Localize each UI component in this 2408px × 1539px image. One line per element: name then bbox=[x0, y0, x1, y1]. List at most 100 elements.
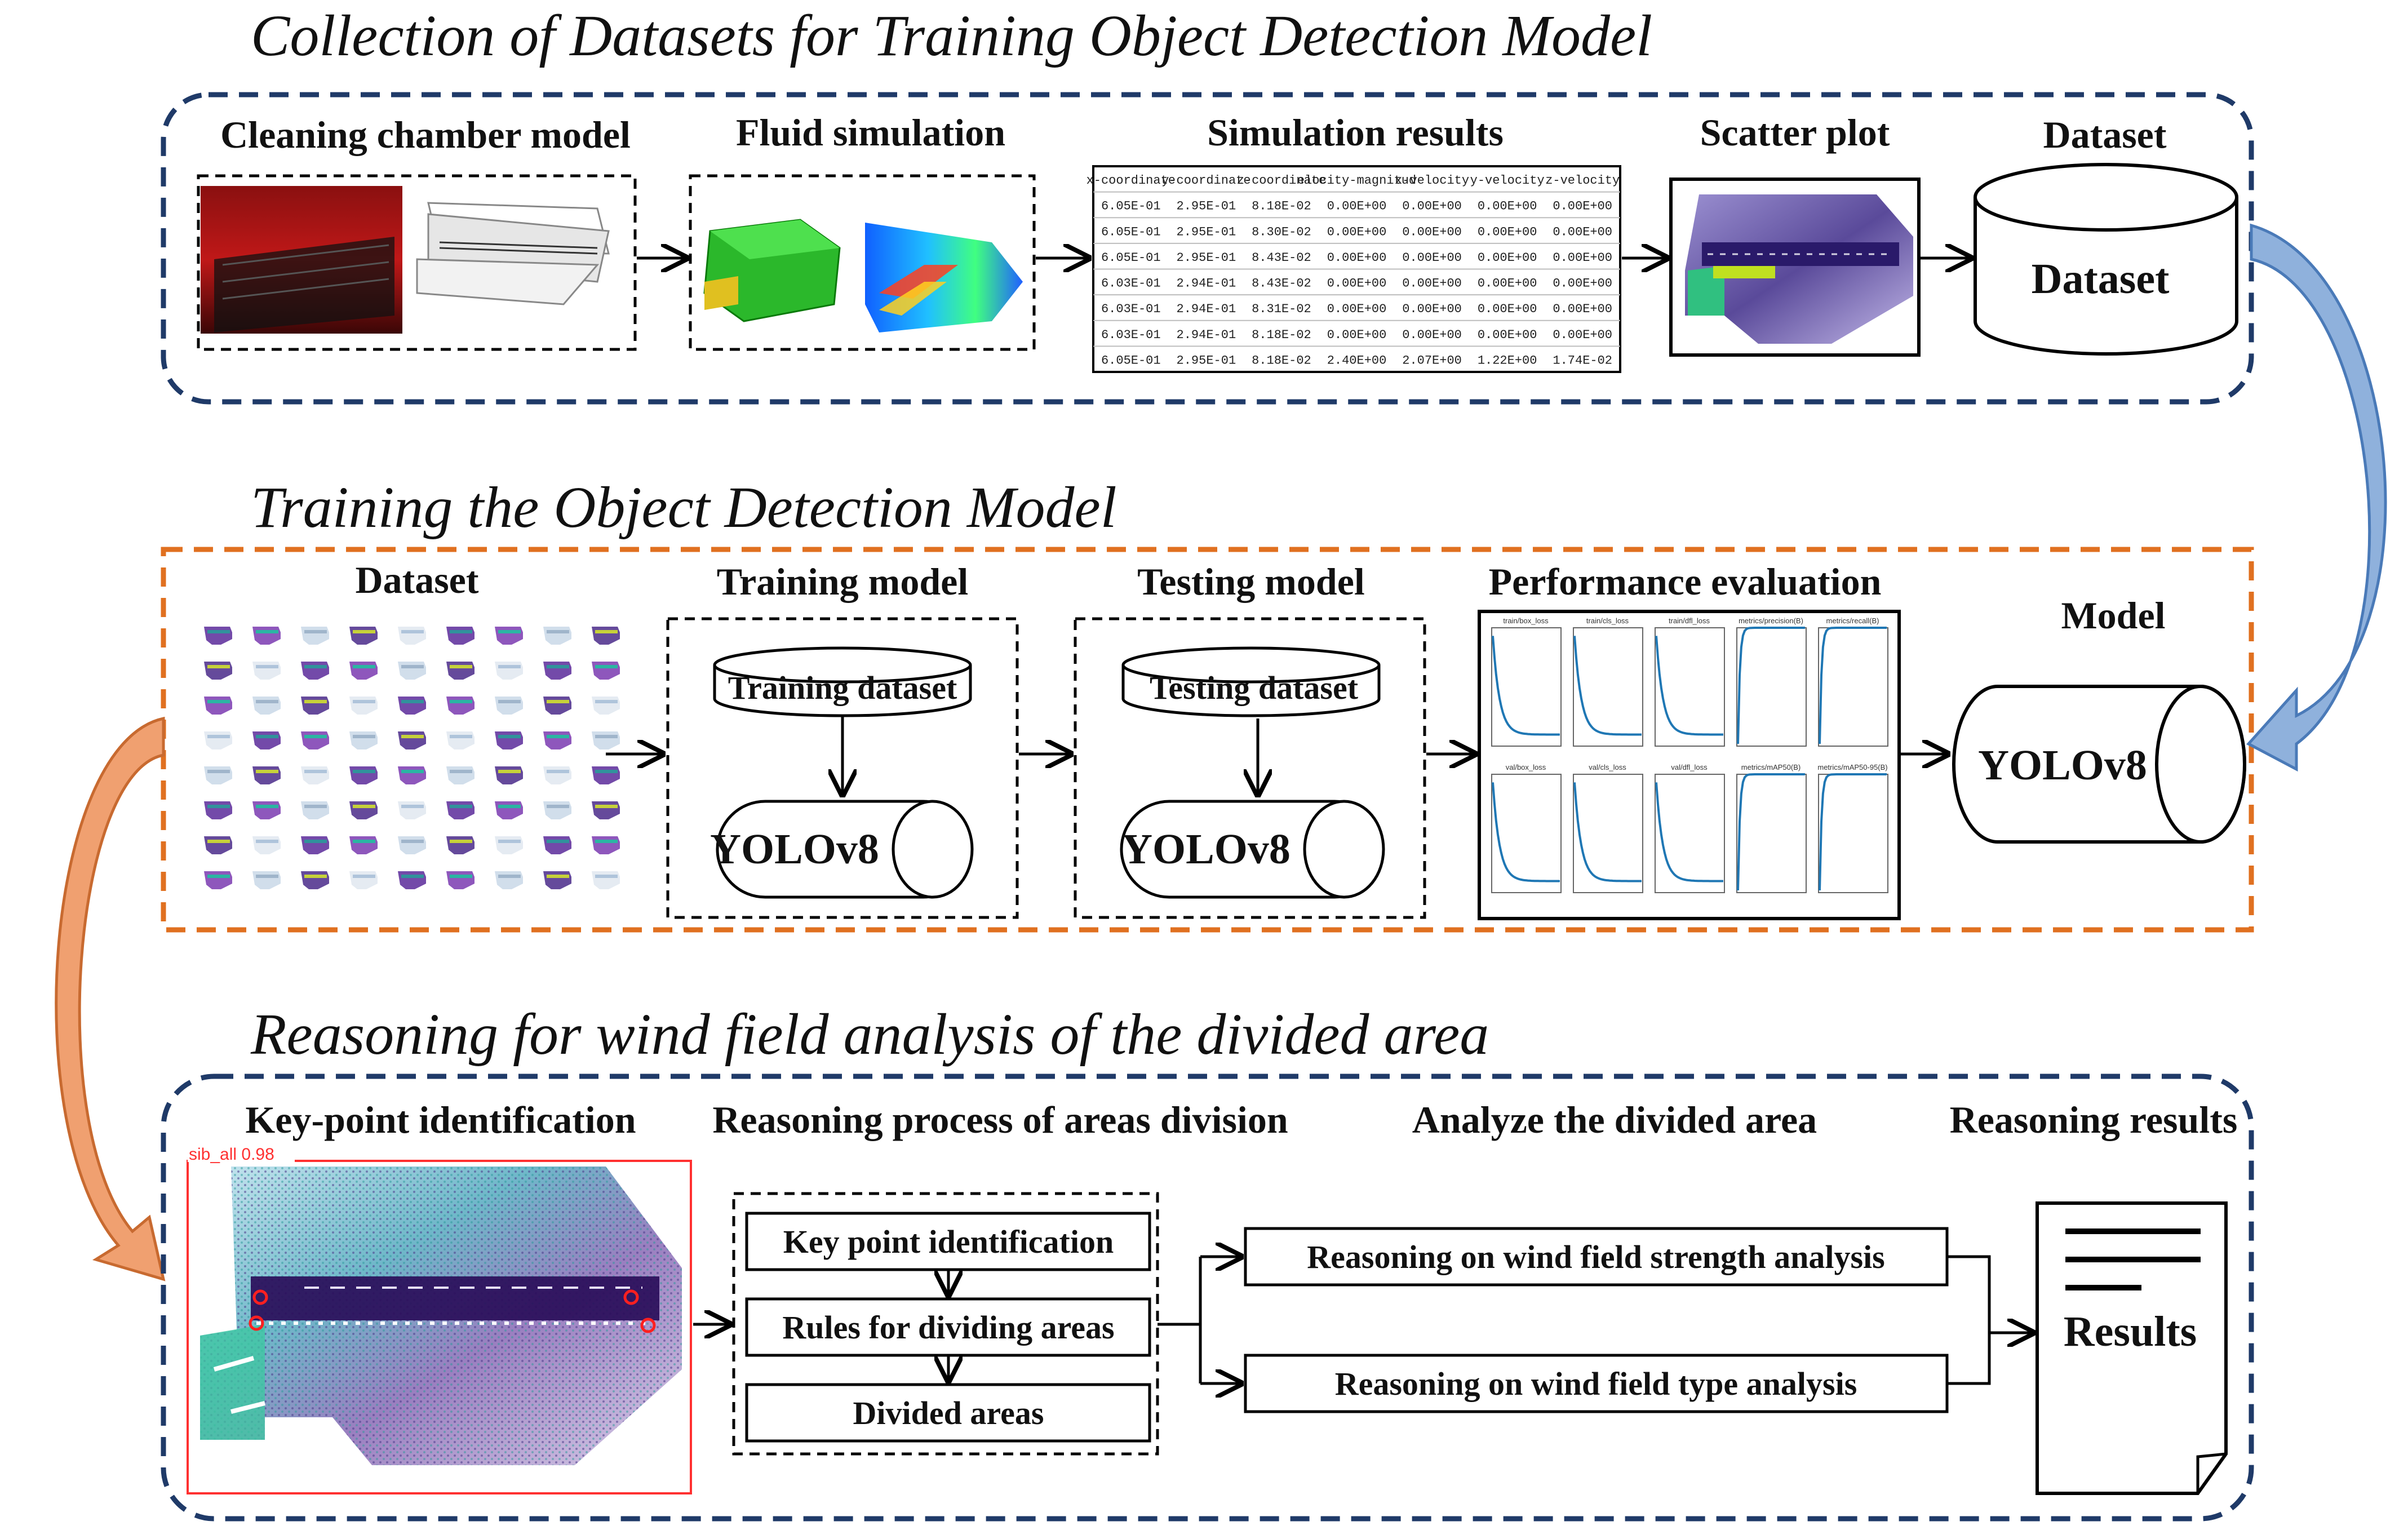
sim-table-cell: 8.18E-02 bbox=[1252, 199, 1311, 214]
dataset-thumbnail bbox=[592, 801, 620, 819]
training-model-label: Training model bbox=[717, 560, 968, 603]
sim-table-cell: 0.00E+00 bbox=[1327, 251, 1387, 265]
step-rules-dividing-areas: Rules for dividing areas bbox=[782, 1309, 1114, 1346]
dataset-thumbnail bbox=[349, 766, 378, 784]
model-yolo-cylinder: YOLOv8 bbox=[1952, 685, 2246, 844]
perf-subplot-title: metrics/mAP50(B) bbox=[1741, 763, 1801, 771]
sim-table-cell: 8.43E-02 bbox=[1252, 277, 1311, 291]
analysis-boxes: Reasoning on wind field strength analysi… bbox=[1244, 1227, 1949, 1413]
dataset-thumbnail bbox=[301, 836, 329, 854]
training-yolo: YOLOv8 bbox=[710, 826, 879, 873]
model-yolo-text: YOLOv8 bbox=[1978, 742, 2147, 789]
perf-subplot: train/dfl_loss bbox=[1655, 617, 1725, 747]
analysis-strength: Reasoning on wind field strength analysi… bbox=[1307, 1239, 1884, 1275]
sim-table-cell: 2.94E-01 bbox=[1177, 328, 1236, 342]
sim-table-cell: 6.05E-01 bbox=[1101, 199, 1161, 214]
sim-table-cell: 0.00E+00 bbox=[1327, 277, 1387, 291]
results-text: Results bbox=[2064, 1308, 2197, 1355]
sim-table-cell: 2.94E-01 bbox=[1177, 277, 1236, 291]
step-key-point-identification: Key point identification bbox=[783, 1223, 1114, 1260]
sim-table-cell: 2.40E+00 bbox=[1327, 353, 1387, 367]
sim-table-cell: 2.07E+00 bbox=[1402, 353, 1462, 367]
perf-subplot: val/box_loss bbox=[1491, 763, 1562, 893]
dataset-thumbnail bbox=[446, 836, 474, 854]
sim-table-cell: 8.31E-02 bbox=[1252, 302, 1311, 316]
reasoning-process-box: Key point identification Rules for divid… bbox=[732, 1192, 1159, 1456]
sim-table-header: x-velocity bbox=[1395, 174, 1469, 188]
dataset-thumbnail bbox=[398, 836, 426, 854]
dataset-thumbnail bbox=[301, 627, 329, 645]
dataset-thumbnail bbox=[592, 836, 620, 854]
dataset-thumbnail bbox=[446, 766, 474, 784]
dataset-thumbnail bbox=[349, 731, 378, 749]
section-title-reasoning: Reasoning for wind field analysis of the… bbox=[250, 1002, 1489, 1067]
sim-table-cell: 8.18E-02 bbox=[1252, 328, 1311, 342]
sim-table-cell: 0.00E+00 bbox=[1402, 251, 1462, 265]
sim-table-header: z-coordinate bbox=[1237, 174, 1326, 188]
dataset-thumbnail bbox=[252, 662, 281, 680]
perf-subplot-title: val/dfl_loss bbox=[1671, 763, 1708, 771]
dataset-label-top: Dataset bbox=[2043, 113, 2166, 156]
sim-table-cell: 2.95E-01 bbox=[1177, 225, 1236, 239]
scatter-plot-label: Scatter plot bbox=[1700, 111, 1890, 154]
section-title-collection: Collection of Datasets for Training Obje… bbox=[251, 3, 1652, 68]
dataset-thumbnail bbox=[543, 871, 571, 889]
sim-table-cell: 0.00E+00 bbox=[1402, 277, 1462, 291]
reasoning-flow-arrows bbox=[693, 1257, 2033, 1383]
dataset-thumbnail bbox=[349, 697, 378, 715]
fluid-simulation-label: Fluid simulation bbox=[736, 111, 1005, 154]
sim-table-header: x-coordinate bbox=[1087, 174, 1176, 188]
keypoint-identification-image: sib_all 0.98 bbox=[187, 1145, 692, 1494]
testing-yolo: YOLOv8 bbox=[1121, 826, 1291, 873]
sim-table-cell: 8.18E-02 bbox=[1252, 353, 1311, 367]
perf-subplot: train/box_loss bbox=[1491, 617, 1562, 747]
sim-table-cell: 0.00E+00 bbox=[1402, 328, 1462, 342]
dataset-thumbnail bbox=[446, 662, 474, 680]
sim-table-cell: 0.00E+00 bbox=[1553, 328, 1612, 342]
sim-table-cell: 8.43E-02 bbox=[1252, 251, 1311, 265]
sim-table-cell: 0.00E+00 bbox=[1402, 302, 1462, 316]
dataset-thumbnail bbox=[398, 871, 426, 889]
dataset-thumbnail bbox=[398, 766, 426, 784]
reasoning-frame bbox=[161, 1074, 2254, 1522]
testing-dataset-db: Testing dataset bbox=[1150, 669, 1359, 706]
dataset-thumbnail bbox=[204, 871, 232, 889]
cleaning-chamber-label: Cleaning chamber model bbox=[220, 113, 631, 156]
perf-subplot-title: metrics/mAP50-95(B) bbox=[1817, 763, 1887, 771]
dataset-thumbnail bbox=[204, 766, 232, 784]
dataset-thumbnail bbox=[446, 697, 474, 715]
dataset-thumbnail bbox=[252, 731, 281, 749]
sim-table-header: y-velocity bbox=[1470, 174, 1545, 188]
sim-table-cell: 0.00E+00 bbox=[1478, 225, 1537, 239]
perf-subplot: val/dfl_loss bbox=[1655, 763, 1725, 893]
sim-table-cell: 6.03E-01 bbox=[1101, 328, 1161, 342]
dataset-thumbnail bbox=[543, 766, 571, 784]
dataset-thumbnail bbox=[204, 627, 232, 645]
dataset-thumbnail bbox=[301, 697, 329, 715]
sim-table-cell: 1.74E-02 bbox=[1553, 353, 1612, 367]
dataset-thumbnail bbox=[252, 801, 281, 819]
detection-tag: sib_all 0.98 bbox=[189, 1145, 274, 1164]
reasoning-process-label: Reasoning process of areas division bbox=[712, 1098, 1288, 1141]
dataset-thumbnail bbox=[495, 662, 523, 680]
analyze-divided-area-label: Analyze the divided area bbox=[1412, 1098, 1817, 1141]
dataset-thumbnail bbox=[349, 801, 378, 819]
dataset-thumbnail bbox=[301, 731, 329, 749]
sim-table-cell: 2.95E-01 bbox=[1177, 353, 1236, 367]
dataset-thumbnail bbox=[495, 871, 523, 889]
perf-subplot-title: train/box_loss bbox=[1503, 617, 1549, 625]
analysis-type: Reasoning on wind field type analysis bbox=[1335, 1365, 1857, 1402]
perf-subplot-title: val/box_loss bbox=[1506, 763, 1546, 771]
perf-subplot: metrics/precision(B) bbox=[1736, 617, 1807, 747]
dataset-thumbnail bbox=[204, 836, 232, 854]
dataset-to-model-arrow bbox=[2246, 223, 2387, 772]
simulation-results-table: x-coordinatey-coordinatez-coordinateeloc… bbox=[1087, 165, 1621, 373]
sim-table-header: elocity-magnitud bbox=[1297, 174, 1416, 188]
dataset-thumbnail bbox=[349, 871, 378, 889]
sim-table-cell: 0.00E+00 bbox=[1327, 302, 1387, 316]
dataset-thumbnail bbox=[398, 627, 426, 645]
sim-table-cell: 6.05E-01 bbox=[1101, 225, 1161, 239]
dataset-thumbnail bbox=[592, 662, 620, 680]
